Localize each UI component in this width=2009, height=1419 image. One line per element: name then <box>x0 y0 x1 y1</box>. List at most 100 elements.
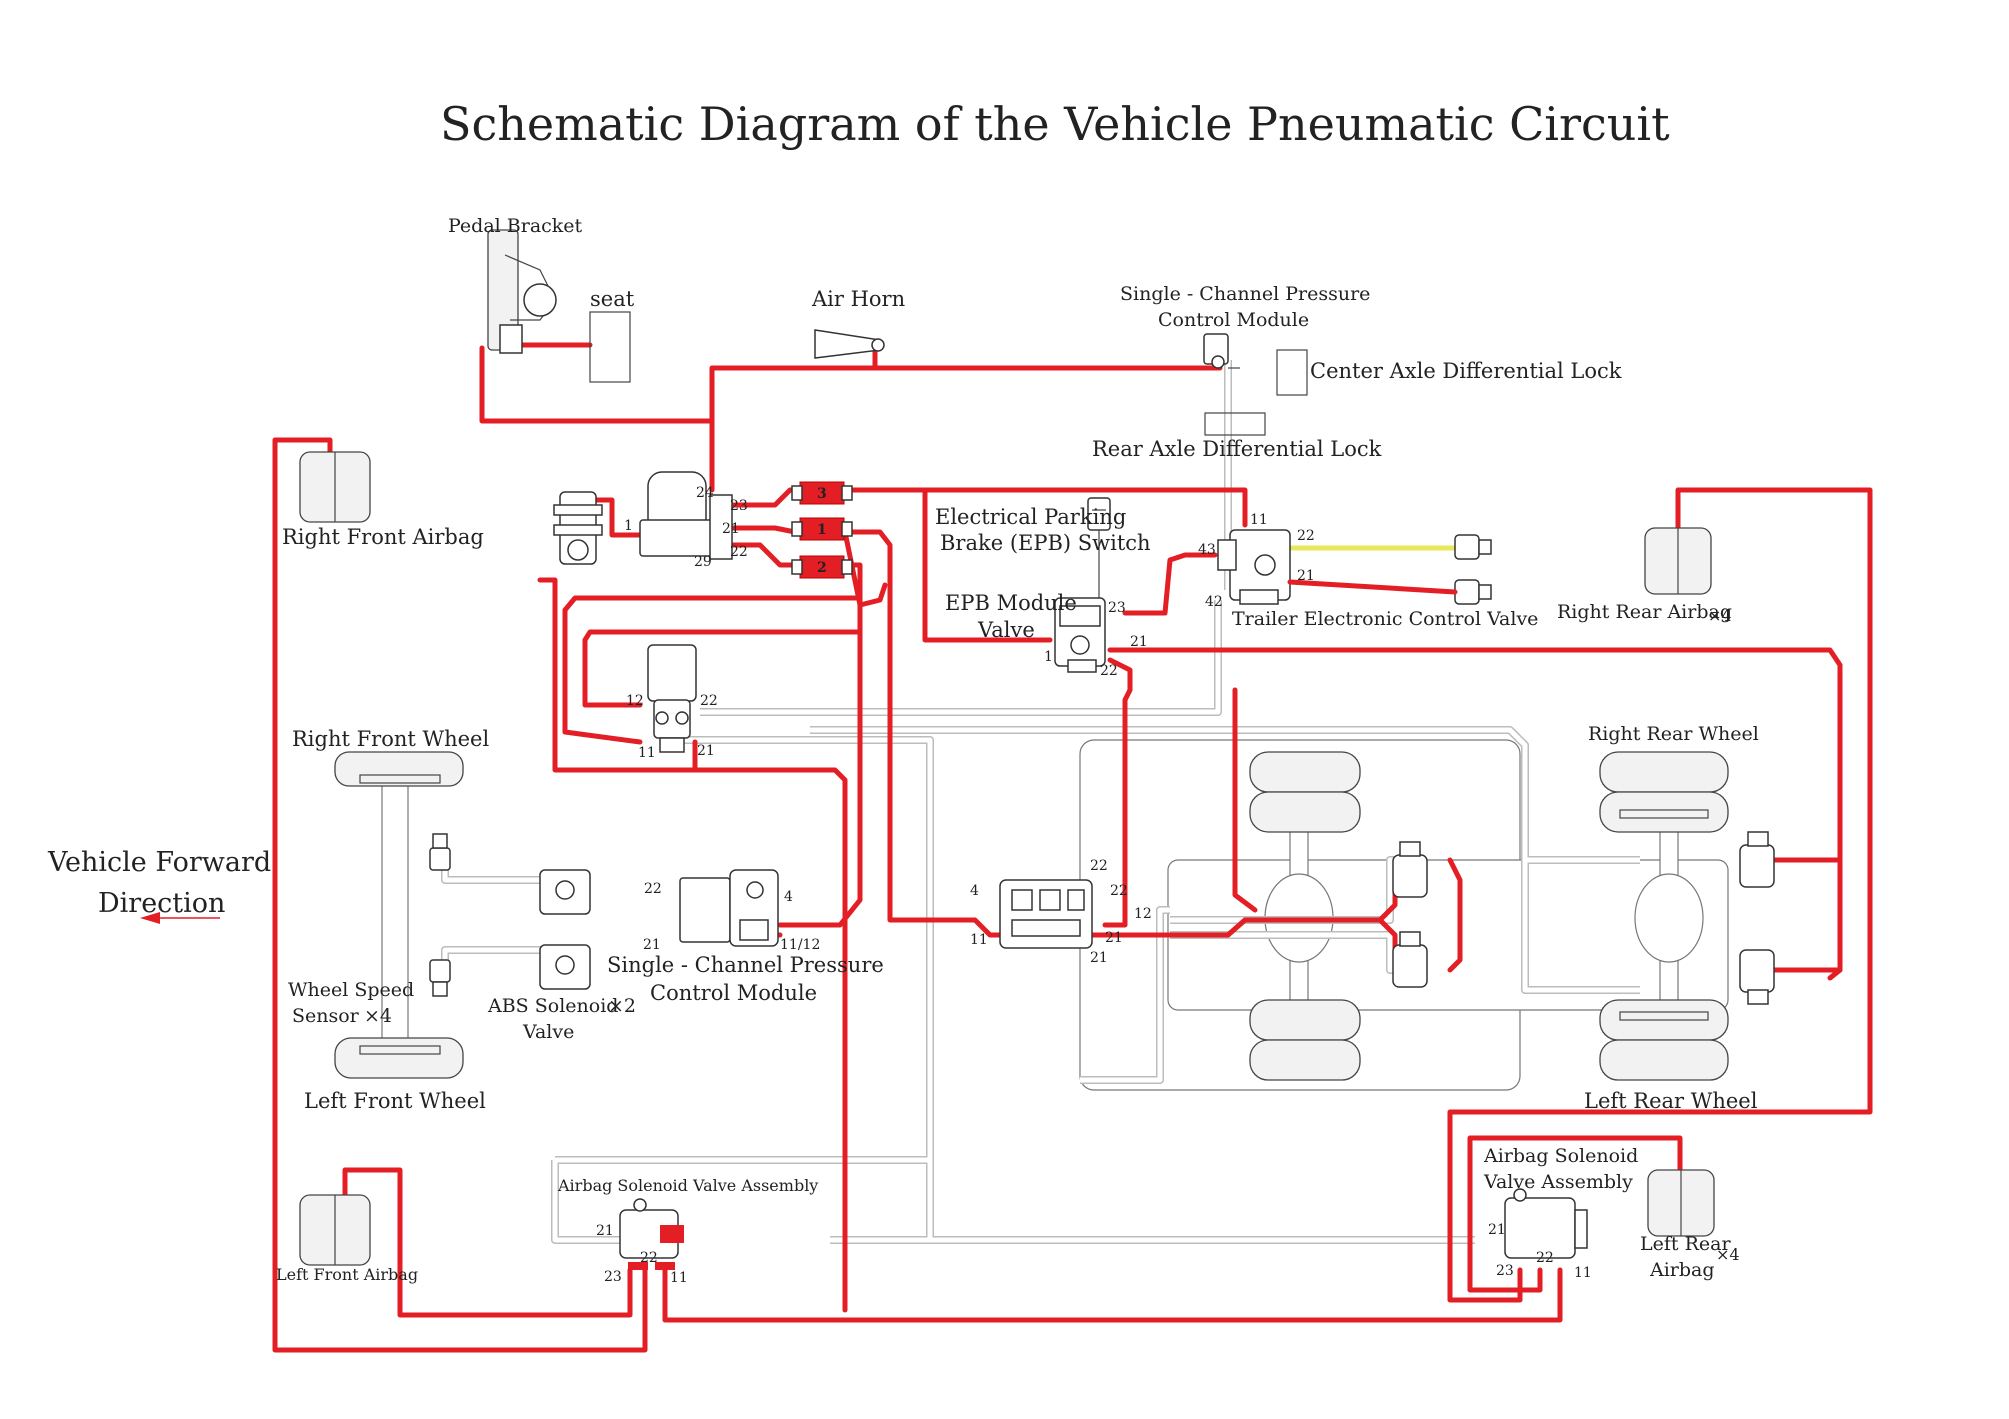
foot-brake-valve <box>647 644 697 753</box>
air-lines <box>272 342 1873 1353</box>
air-reservoir-1: 1 <box>791 517 853 541</box>
air-horn <box>814 329 885 359</box>
rear-module-port-22: 22 <box>1110 883 1128 899</box>
rear-airbag-valve-assembly <box>1504 1188 1588 1259</box>
brake-chamber-rear-right <box>1739 831 1775 888</box>
dryer-port-29: 29 <box>694 554 712 570</box>
rear-axle-lock-label: Rear Axle Differential Lock <box>1092 437 1382 461</box>
right-front-wheel-label: Right Front Wheel <box>292 727 489 751</box>
single-channel-module-top <box>1203 333 1240 369</box>
rear-module-port-21: 21 <box>1105 930 1123 946</box>
left-rear-airbag-label-1: Left Rear <box>1640 1233 1731 1255</box>
single-channel-mid-label-1: Single - Channel Pressure <box>607 953 884 977</box>
wheel-speed-sensors <box>429 833 451 997</box>
left-rear-airbag <box>1647 1169 1715 1237</box>
abs-solenoid-valve-lower <box>539 944 591 990</box>
front-airbag-valve-port-11: 11 <box>670 1270 688 1286</box>
seat-box <box>589 311 631 383</box>
rear-module-port-11: 11 <box>970 932 988 948</box>
left-rear-wheel <box>1599 999 1729 1081</box>
right-rear-airbag-label: Right Rear Airbag <box>1557 601 1732 623</box>
single-channel-mid-label-2: Control Module <box>650 981 817 1005</box>
right-rear-airbag <box>1644 527 1712 595</box>
epb-switch-label-2: Brake (EPB) Switch <box>940 531 1151 555</box>
right-rear-wheel-label: Right Rear Wheel <box>1588 723 1759 745</box>
wheel-speed-label-1: Wheel Speed <box>288 979 414 1001</box>
front-airbag-valve-assembly <box>619 1198 684 1270</box>
rear-airbag-valve-port-22: 22 <box>1536 1250 1554 1266</box>
rear-module-port-4: 4 <box>970 883 979 899</box>
epb-port-21: 21 <box>1130 634 1148 650</box>
single-channel-top-label-2: Control Module <box>1158 309 1309 331</box>
left-front-wheel-label: Left Front Wheel <box>304 1089 486 1113</box>
abs-valve-label-2: Valve <box>522 1021 574 1043</box>
center-axle-wheels-right <box>1249 751 1361 833</box>
front-airbag-valve-port-21: 21 <box>596 1223 614 1239</box>
reservoir-3-label: 3 <box>817 486 827 502</box>
rear-airbag-valve-port-21: 21 <box>1488 1222 1506 1238</box>
forward-direction-label-1: Vehicle Forward <box>47 847 271 878</box>
left-rear-airbag-label-2: Airbag <box>1649 1259 1715 1281</box>
trailer-port-21: 21 <box>1297 568 1315 584</box>
dryer-port-22: 22 <box>730 544 748 560</box>
left-rear-airbag-count: ×4 <box>1716 1245 1740 1264</box>
dryer-port-1: 1 <box>624 518 633 534</box>
front-module-port-11-12: 11/12 <box>780 937 820 953</box>
rear-axle-lock-box <box>1204 412 1266 436</box>
foot-valve-port-12: 12 <box>626 693 644 709</box>
epb-switch <box>1087 497 1111 600</box>
epb-port-1: 1 <box>1044 649 1053 665</box>
air-dryer-four-circuit-valve <box>639 471 733 560</box>
right-rear-airbag-count: ×4 <box>1708 606 1732 625</box>
foot-valve-port-22: 22 <box>700 693 718 709</box>
trailer-valve-label: Trailer Electronic Control Valve <box>1232 608 1538 630</box>
trailer-control-valve <box>1217 529 1291 605</box>
rear-module-port-22-top: 22 <box>1090 858 1108 874</box>
center-axle-lock-label: Center Axle Differential Lock <box>1310 359 1622 383</box>
left-front-wheel <box>334 1037 464 1079</box>
diagram-title: Schematic Diagram of the Vehicle Pneumat… <box>440 97 1670 151</box>
epb-module-label-2: Valve <box>977 618 1035 642</box>
brake-chamber-rear-left <box>1739 949 1775 1005</box>
trailer-port-43: 43 <box>1198 542 1216 558</box>
center-axle-wheels-left <box>1249 999 1361 1081</box>
dryer-port-21: 21 <box>722 521 740 537</box>
epb-module-label-1: EPB Module <box>945 591 1077 615</box>
trailer-port-22: 22 <box>1297 528 1315 544</box>
air-reservoir-2: 2 <box>791 555 853 579</box>
center-axle-lock-box <box>1276 349 1308 396</box>
single-channel-module-front <box>679 869 779 947</box>
foot-valve-port-11: 11 <box>638 745 656 761</box>
rear-axle-module <box>999 879 1093 949</box>
front-module-port-21: 21 <box>643 937 661 953</box>
rear-module-port-21b: 21 <box>1090 950 1108 966</box>
wheel-speed-label-2: Sensor <box>292 1005 360 1027</box>
rear-airbag-valve-label-2: Valve Assembly <box>1483 1171 1633 1193</box>
epb-module-valve <box>1054 597 1106 673</box>
trailer-port-42: 42 <box>1205 594 1223 610</box>
seat-label: seat <box>590 287 635 311</box>
front-airbag-valve-port-22: 22 <box>640 1250 658 1266</box>
left-front-airbag-label: Left Front Airbag <box>276 1265 418 1284</box>
left-front-airbag <box>299 1194 371 1266</box>
pedal-bracket <box>487 229 557 354</box>
abs-valve-label-1: ABS Solenoid <box>487 995 618 1017</box>
air-horn-label: Air Horn <box>811 287 905 311</box>
rear-module-port-12: 12 <box>1134 906 1152 922</box>
rear-airbag-valve-label-1: Airbag Solenoid <box>1483 1145 1638 1167</box>
abs-solenoid-valve-upper <box>539 869 591 915</box>
dryer-port-23: 23 <box>730 498 748 514</box>
front-module-port-22: 22 <box>644 881 662 897</box>
epb-switch-label-1: Electrical Parking <box>935 505 1126 529</box>
air-compressor <box>553 491 603 565</box>
forward-direction-label-2: Direction <box>98 888 225 919</box>
rear-airbag-valve-port-23: 23 <box>1496 1263 1514 1279</box>
brake-chamber-center-right <box>1392 841 1428 898</box>
front-module-port-4: 4 <box>784 889 793 905</box>
reservoir-2-label: 2 <box>817 560 827 576</box>
abs-valve-count: ×2 <box>608 995 636 1017</box>
epb-port-23: 23 <box>1108 600 1126 616</box>
left-rear-wheel-label: Left Rear Wheel <box>1584 1089 1758 1113</box>
rear-airbag-valve-port-11: 11 <box>1574 1265 1592 1281</box>
